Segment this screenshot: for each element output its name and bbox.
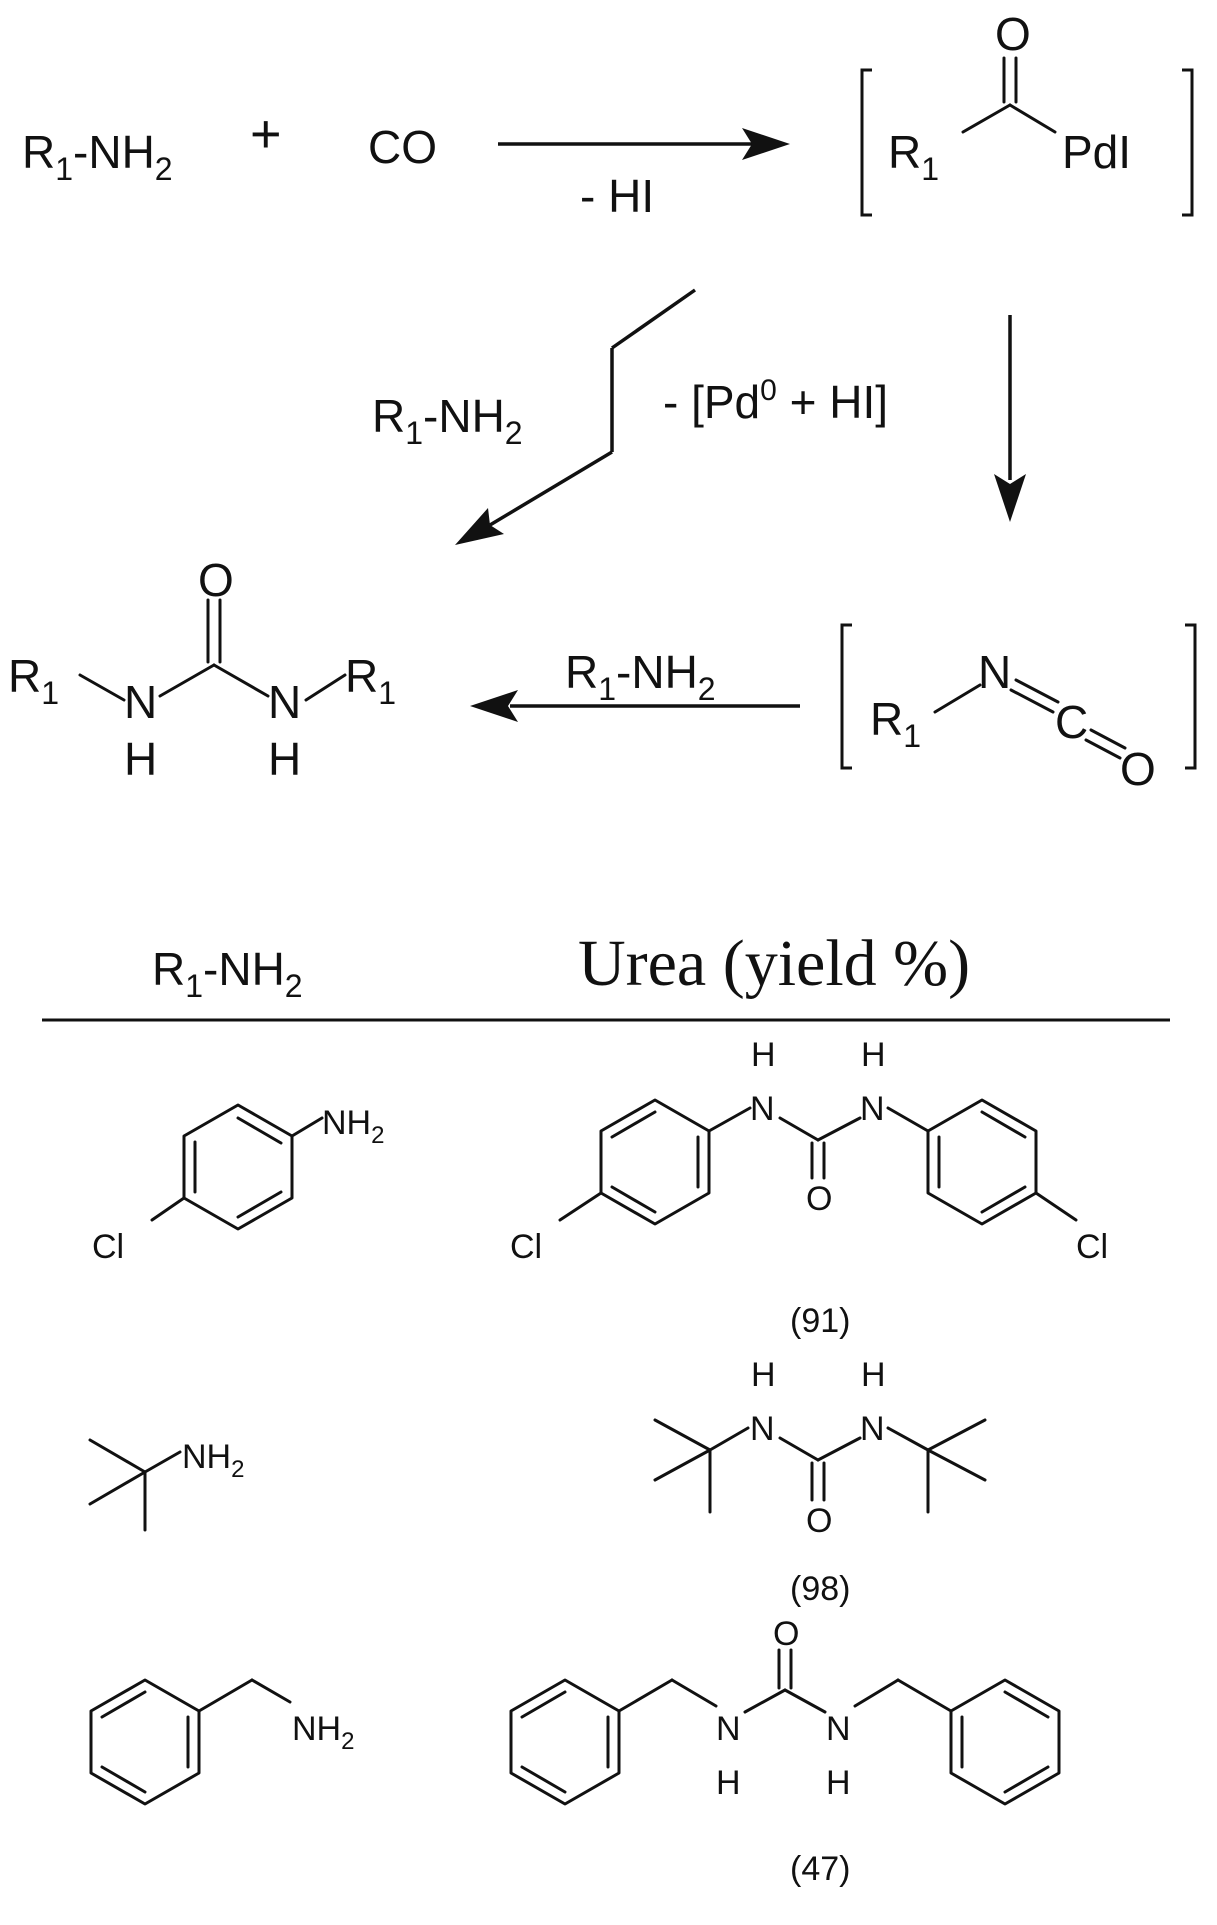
svg-text:N: N (750, 1410, 775, 1448)
reactant-amine: R1-NH2 (22, 126, 173, 187)
svg-text:N: N (750, 1090, 775, 1128)
svg-text:R1-NH2: R1-NH2 (22, 126, 173, 187)
svg-text:N: N (860, 1090, 885, 1128)
yield-row-1: (91) (790, 1302, 850, 1340)
acyl-palladium-intermediate: R1 O PdI (860, 8, 1194, 217)
svg-text:Cl: Cl (1076, 1228, 1108, 1266)
amine-4-chloroaniline: NH2 Cl (92, 1103, 384, 1266)
svg-text:PdI: PdI (1062, 126, 1131, 178)
amine-benzylamine: NH2 (89, 1678, 354, 1806)
svg-text:- [Pd0 + HI]: - [Pd0 + HI] (663, 374, 888, 428)
svg-text:R1: R1 (8, 650, 59, 711)
svg-text:R1-NH2: R1-NH2 (372, 390, 523, 451)
svg-text:R1-NH2: R1-NH2 (152, 943, 303, 1004)
arrow-3-label: R1-NH2 (565, 646, 716, 707)
svg-text:O: O (806, 1180, 832, 1218)
svg-text:N: N (268, 676, 301, 728)
yield-row-3: (47) (790, 1850, 850, 1888)
carbon-monoxide: CO (368, 121, 437, 173)
svg-text:Cl: Cl (92, 1228, 124, 1266)
yield-row-2: (98) (790, 1570, 850, 1608)
urea-di-tert-butyl: N H O N H (653, 1356, 987, 1540)
plus-sign: + (250, 104, 282, 164)
svg-text:N: N (124, 676, 157, 728)
svg-text:O: O (1120, 743, 1156, 795)
svg-text:R1: R1 (870, 693, 921, 754)
svg-text:N: N (716, 1710, 741, 1748)
urea-dibenzyl: N H O N H (509, 1615, 1061, 1806)
svg-text:NH2: NH2 (292, 1710, 354, 1755)
arrow-3 (470, 690, 800, 722)
svg-text:H: H (716, 1764, 741, 1802)
urea-general-structure: R1 N H O N H R1 (8, 554, 396, 785)
side-arrow (455, 288, 697, 545)
arrow-1 (498, 128, 790, 160)
svg-text:O: O (773, 1615, 799, 1653)
svg-text:N: N (860, 1410, 885, 1448)
svg-text:H: H (268, 733, 301, 785)
svg-text:Cl: Cl (510, 1228, 542, 1266)
svg-text:H: H (826, 1764, 851, 1802)
svg-text:N: N (826, 1710, 851, 1748)
svg-text:H: H (751, 1356, 776, 1394)
svg-text:O: O (806, 1502, 832, 1540)
arrow-2-down (994, 315, 1026, 522)
svg-text:H: H (861, 1356, 886, 1394)
svg-text:C: C (1055, 696, 1088, 748)
svg-text:O: O (995, 8, 1031, 60)
isocyanate-intermediate: R1 N C O (840, 623, 1197, 795)
svg-text:R1-NH2: R1-NH2 (565, 646, 716, 707)
svg-text:R1: R1 (345, 650, 396, 711)
svg-text:R1: R1 (888, 126, 939, 187)
svg-text:H: H (124, 733, 157, 785)
svg-text:NH2: NH2 (182, 1438, 244, 1483)
amine-tert-butylamine: NH2 (88, 1438, 244, 1532)
table-header-urea: Urea (yield %) (578, 927, 970, 1000)
svg-text:O: O (198, 554, 234, 606)
svg-text:NH2: NH2 (322, 1104, 384, 1149)
svg-text:H: H (751, 1036, 776, 1074)
svg-text:N: N (978, 646, 1011, 698)
side-amine-label: R1-NH2 (372, 390, 523, 451)
svg-text:H: H (861, 1036, 886, 1074)
table-header-amine: R1-NH2 (152, 943, 303, 1004)
arrow-1-label: - HI (580, 170, 654, 222)
side-label: - [Pd0 + HI] (663, 374, 888, 428)
urea-bis-4-chlorophenyl: Cl N H O N H Cl (510, 1036, 1108, 1266)
